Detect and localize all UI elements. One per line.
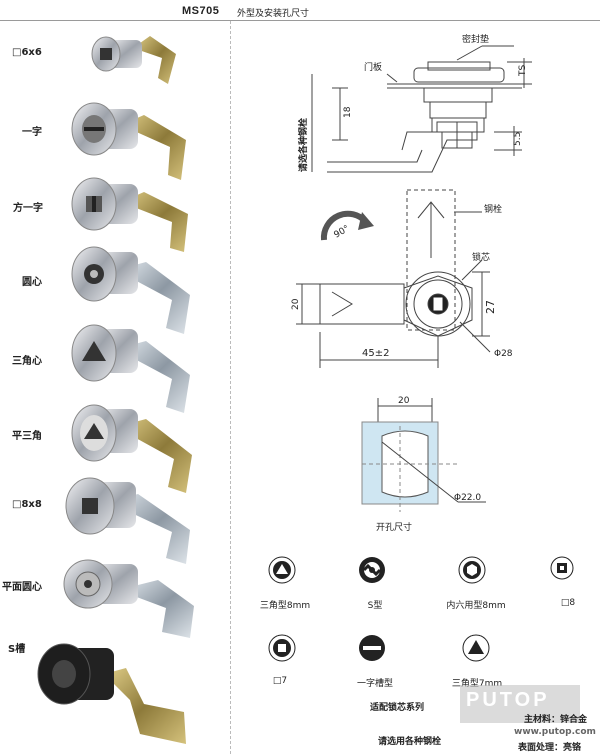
hex-8-icon	[458, 556, 486, 584]
core-caption: 三角型8mm	[259, 601, 311, 611]
dim-18: 18	[343, 106, 353, 118]
cores-title: 适配锁芯系列	[370, 703, 425, 713]
variant-label: 一字	[22, 127, 42, 138]
technical-drawing: 密封垫 门板 TS 18 5.5 请选各种钢栓 钢栓 锁芯 90° 20 27 …	[291, 33, 532, 512]
lock-photo	[71, 324, 190, 413]
lock-photo	[71, 404, 192, 493]
variant-label: □6x6	[12, 47, 42, 58]
watermark-url: www.putop.com	[514, 727, 596, 737]
square-7-icon	[268, 634, 296, 662]
cutout-title: 开孔尺寸	[376, 523, 413, 533]
watermark-box	[460, 685, 580, 723]
variant-label: 圆心	[22, 277, 42, 288]
seal-label: 密封垫	[462, 33, 489, 45]
section-title: 外型及安装孔尺寸	[237, 9, 310, 19]
core-label: 锁芯	[472, 251, 490, 263]
cutout-dim-phi22: Φ22.0	[454, 493, 481, 503]
variant-label: 平三角	[12, 431, 42, 442]
footer-note: 请选用各种钢栓	[378, 737, 442, 747]
model-number: MS705	[182, 5, 220, 17]
dim-phi28: Φ28	[494, 349, 513, 359]
square-8-icon	[550, 556, 574, 580]
lock-photo	[71, 102, 186, 180]
finish-note: 表面处理：亮铬	[518, 743, 582, 753]
rotation-label: 90°	[333, 224, 352, 241]
ts-label: TS	[518, 65, 528, 77]
dim-20: 20	[291, 298, 301, 310]
cutout-dim-20: 20	[398, 396, 410, 406]
core-caption: 一字槽型	[356, 679, 393, 689]
lock-photo	[91, 36, 176, 84]
core-caption: □8	[560, 598, 576, 608]
variant-label: □8x8	[12, 499, 42, 510]
lock-photo	[71, 177, 188, 252]
s-type-icon	[359, 557, 385, 583]
vertical-note: 请选各种钢栓	[297, 118, 309, 172]
latch-label: 钢栓	[484, 203, 502, 215]
material-note: 主材料：锌合金	[524, 715, 588, 725]
core-caption: 三角型7mm	[451, 679, 503, 689]
column-divider	[230, 21, 231, 754]
lock-photo	[65, 477, 190, 564]
core-caption: □7	[272, 676, 288, 686]
lock-photo	[37, 643, 186, 744]
slot-type-icon	[359, 635, 385, 661]
core-caption: S型	[367, 601, 383, 611]
variant-label: 平面圆心	[2, 582, 42, 593]
dim-5-5: 5.5	[513, 132, 523, 146]
header-divider	[0, 20, 600, 21]
core-caption: 内六用型8mm	[446, 601, 506, 611]
variant-label: S槽	[8, 644, 26, 655]
watermark-logo: PUTOP	[466, 689, 550, 711]
variant-label: 方一字	[13, 203, 43, 214]
triangle-8-icon	[268, 556, 296, 584]
lock-photo	[71, 246, 190, 334]
dim-27: 27	[484, 300, 497, 314]
lock-photo	[63, 559, 194, 638]
dim-45: 45±2	[362, 348, 389, 359]
variant-label: 三角心	[12, 356, 42, 367]
triangle-7-icon	[462, 634, 490, 662]
panel-label: 门板	[364, 61, 382, 73]
